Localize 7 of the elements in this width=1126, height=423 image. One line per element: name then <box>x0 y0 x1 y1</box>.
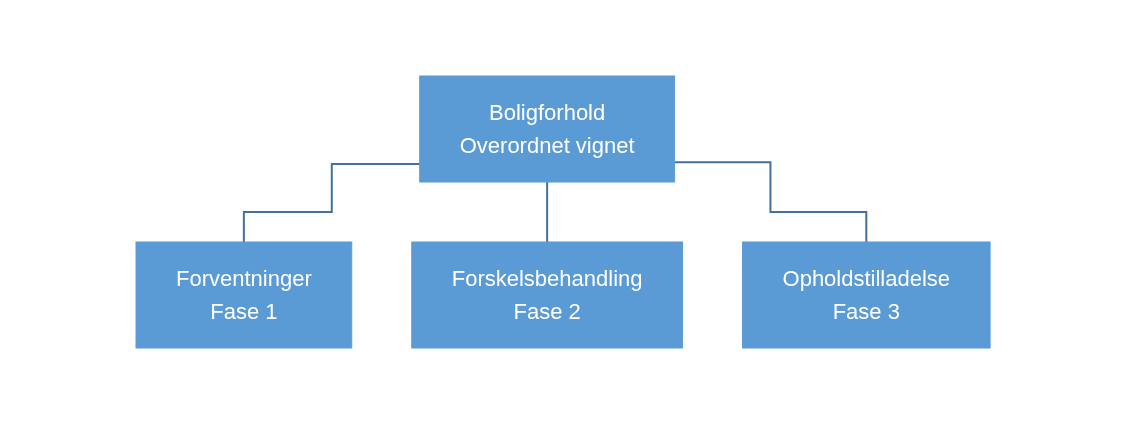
connector <box>546 180 549 243</box>
connector <box>242 162 421 243</box>
node-box: Forskelsbehandling Fase 2 <box>411 241 683 348</box>
node-box: Boligforhold Overordnet vignet <box>419 75 676 182</box>
node-box: Opholdstilladelse Fase 3 <box>742 241 991 348</box>
node-box: Forventninger Fase 1 <box>135 241 353 348</box>
connector <box>673 160 868 243</box>
